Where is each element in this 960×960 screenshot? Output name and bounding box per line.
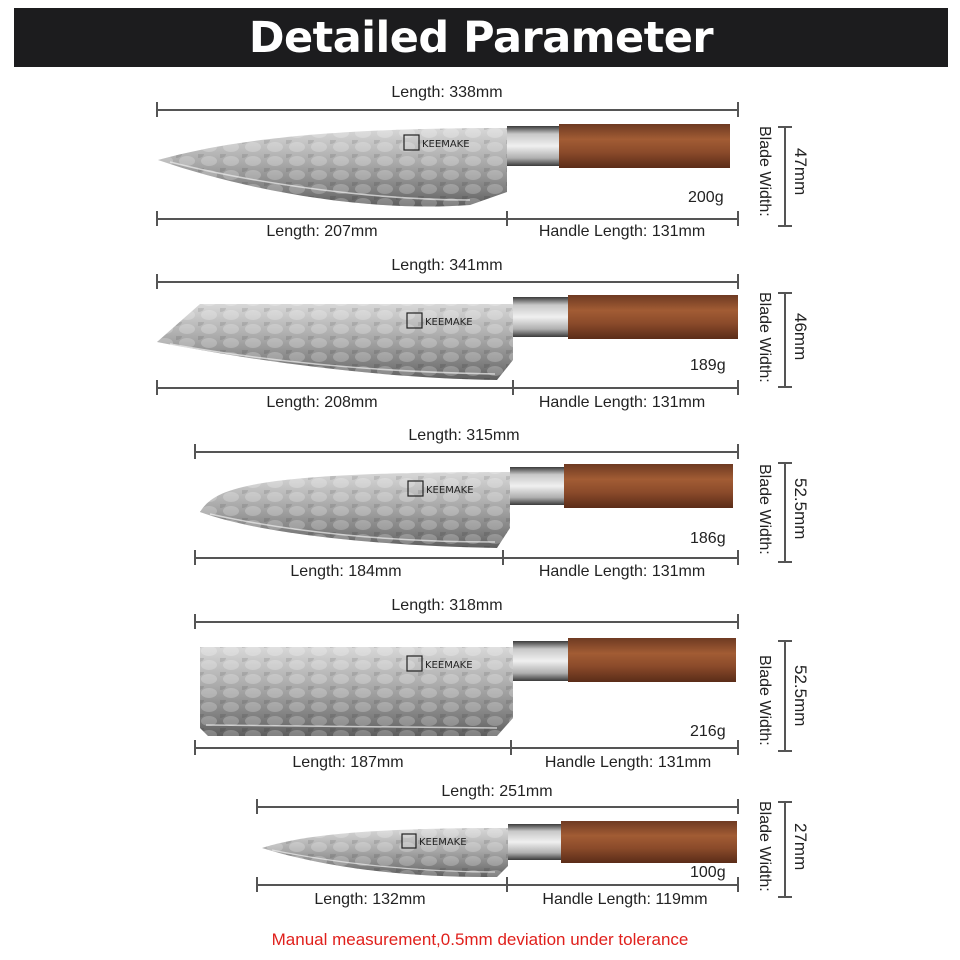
brand-logo-icon — [406, 312, 423, 329]
knife-image-kiritsuke: KEEMAKE — [157, 295, 738, 380]
dimension-tick — [156, 380, 158, 395]
weight-label: 216g — [690, 723, 726, 740]
brand-logo-icon — [406, 655, 423, 672]
header-banner: Detailed Parameter — [14, 8, 948, 67]
blade-width-value: 27mm — [791, 823, 810, 871]
blade-length-label: Length: 184mm — [290, 563, 402, 580]
blade-width-value: 52.5mm — [791, 665, 810, 727]
blade-length-label: Length: 187mm — [292, 754, 404, 771]
dimension-tick — [737, 877, 739, 892]
dimension-tick — [778, 462, 792, 464]
dimension-line — [256, 806, 738, 808]
dimension-line — [156, 387, 738, 389]
dimension-tick — [737, 550, 739, 565]
dimension-tick — [194, 444, 196, 459]
blade-width-value: 46mm — [791, 313, 810, 361]
dimension-tick — [194, 550, 196, 565]
page-title: Detailed Parameter — [248, 12, 714, 63]
handle-length-label: Handle Length: 119mm — [542, 891, 708, 908]
blade-width-value: 52.5mm — [791, 478, 810, 540]
blade-length-label: Length: 208mm — [266, 394, 378, 411]
dimension-tick — [778, 640, 792, 642]
total-length-label: Length: 318mm — [391, 597, 503, 614]
dimension-tick — [737, 102, 739, 117]
dimension-tick — [778, 896, 792, 898]
dimension-line — [194, 557, 738, 559]
dimension-line — [156, 281, 738, 283]
dimension-tick — [778, 225, 792, 227]
brand-text: KEEMAKE — [426, 485, 474, 496]
dimension-tick — [737, 274, 739, 289]
dimension-line — [194, 451, 738, 453]
handle-length-label: Handle Length: 131mm — [538, 394, 706, 411]
dimension-tick — [156, 211, 158, 226]
handle-length-label: Handle Length: 131mm — [544, 754, 712, 771]
dimension-tick — [778, 386, 792, 388]
blade-length-label: Length: 132mm — [314, 891, 426, 908]
dimension-tick — [194, 614, 196, 629]
dimension-tick — [737, 740, 739, 755]
dimension-tick — [506, 211, 508, 226]
dimension-tick — [737, 444, 739, 459]
weight-label: 200g — [688, 189, 724, 206]
dimension-tick — [778, 292, 792, 294]
dimension-tick — [156, 102, 158, 117]
brand-logo-icon — [403, 134, 420, 151]
total-length-label: Length: 315mm — [408, 427, 520, 444]
dimension-tick — [778, 801, 792, 803]
dimension-tick — [778, 126, 792, 128]
dimension-tick — [256, 877, 258, 892]
dimension-tick — [194, 740, 196, 755]
total-length-label: Length: 341mm — [391, 257, 503, 274]
dimension-tick — [256, 799, 258, 814]
total-length-label: Length: 251mm — [441, 783, 553, 800]
blade-width-label: Blade Width: — [756, 801, 773, 892]
blade-width-line — [784, 292, 786, 387]
dimension-tick — [156, 274, 158, 289]
dimension-line — [194, 747, 738, 749]
knife-image-gyuto: KEEMAKE — [158, 124, 730, 207]
brand-text: KEEMAKE — [419, 837, 467, 848]
blade-width-line — [784, 801, 786, 897]
blade-width-line — [784, 126, 786, 226]
brand-logo-icon — [407, 480, 424, 497]
dimension-tick — [506, 877, 508, 892]
dimension-line — [194, 621, 738, 623]
weight-label: 189g — [690, 357, 726, 374]
handle-length-label: Handle Length: 131mm — [538, 563, 706, 580]
dimension-line — [256, 884, 738, 886]
dimension-line — [156, 218, 738, 220]
dimension-tick — [778, 561, 792, 563]
knife-image-utility: KEEMAKE — [262, 821, 737, 878]
knife-image-nakiri: KEEMAKE — [200, 638, 736, 736]
blade-width-value: 47mm — [791, 148, 810, 196]
brand-text: KEEMAKE — [425, 660, 473, 671]
dimension-tick — [737, 799, 739, 814]
dimension-tick — [737, 211, 739, 226]
brand-logo-icon — [401, 833, 417, 849]
dimension-tick — [512, 380, 514, 395]
total-length-label: Length: 338mm — [391, 84, 503, 101]
dimension-tick — [502, 550, 504, 565]
brand-text: KEEMAKE — [422, 139, 470, 150]
dimension-line — [156, 109, 738, 111]
blade-length-label: Length: 207mm — [266, 223, 378, 240]
dimension-tick — [778, 750, 792, 752]
brand-text: KEEMAKE — [425, 317, 473, 328]
dimension-tick — [737, 380, 739, 395]
dimension-tick — [510, 740, 512, 755]
weight-label: 186g — [690, 530, 726, 547]
knife-image-santoku: KEEMAKE — [200, 464, 733, 548]
handle-length-label: Handle Length: 131mm — [538, 223, 706, 240]
dimension-tick — [737, 614, 739, 629]
blade-width-line — [784, 462, 786, 562]
weight-label: 100g — [690, 864, 726, 881]
blade-width-line — [784, 640, 786, 751]
tolerance-note: Manual measurement,0.5mm deviation under… — [271, 930, 689, 949]
